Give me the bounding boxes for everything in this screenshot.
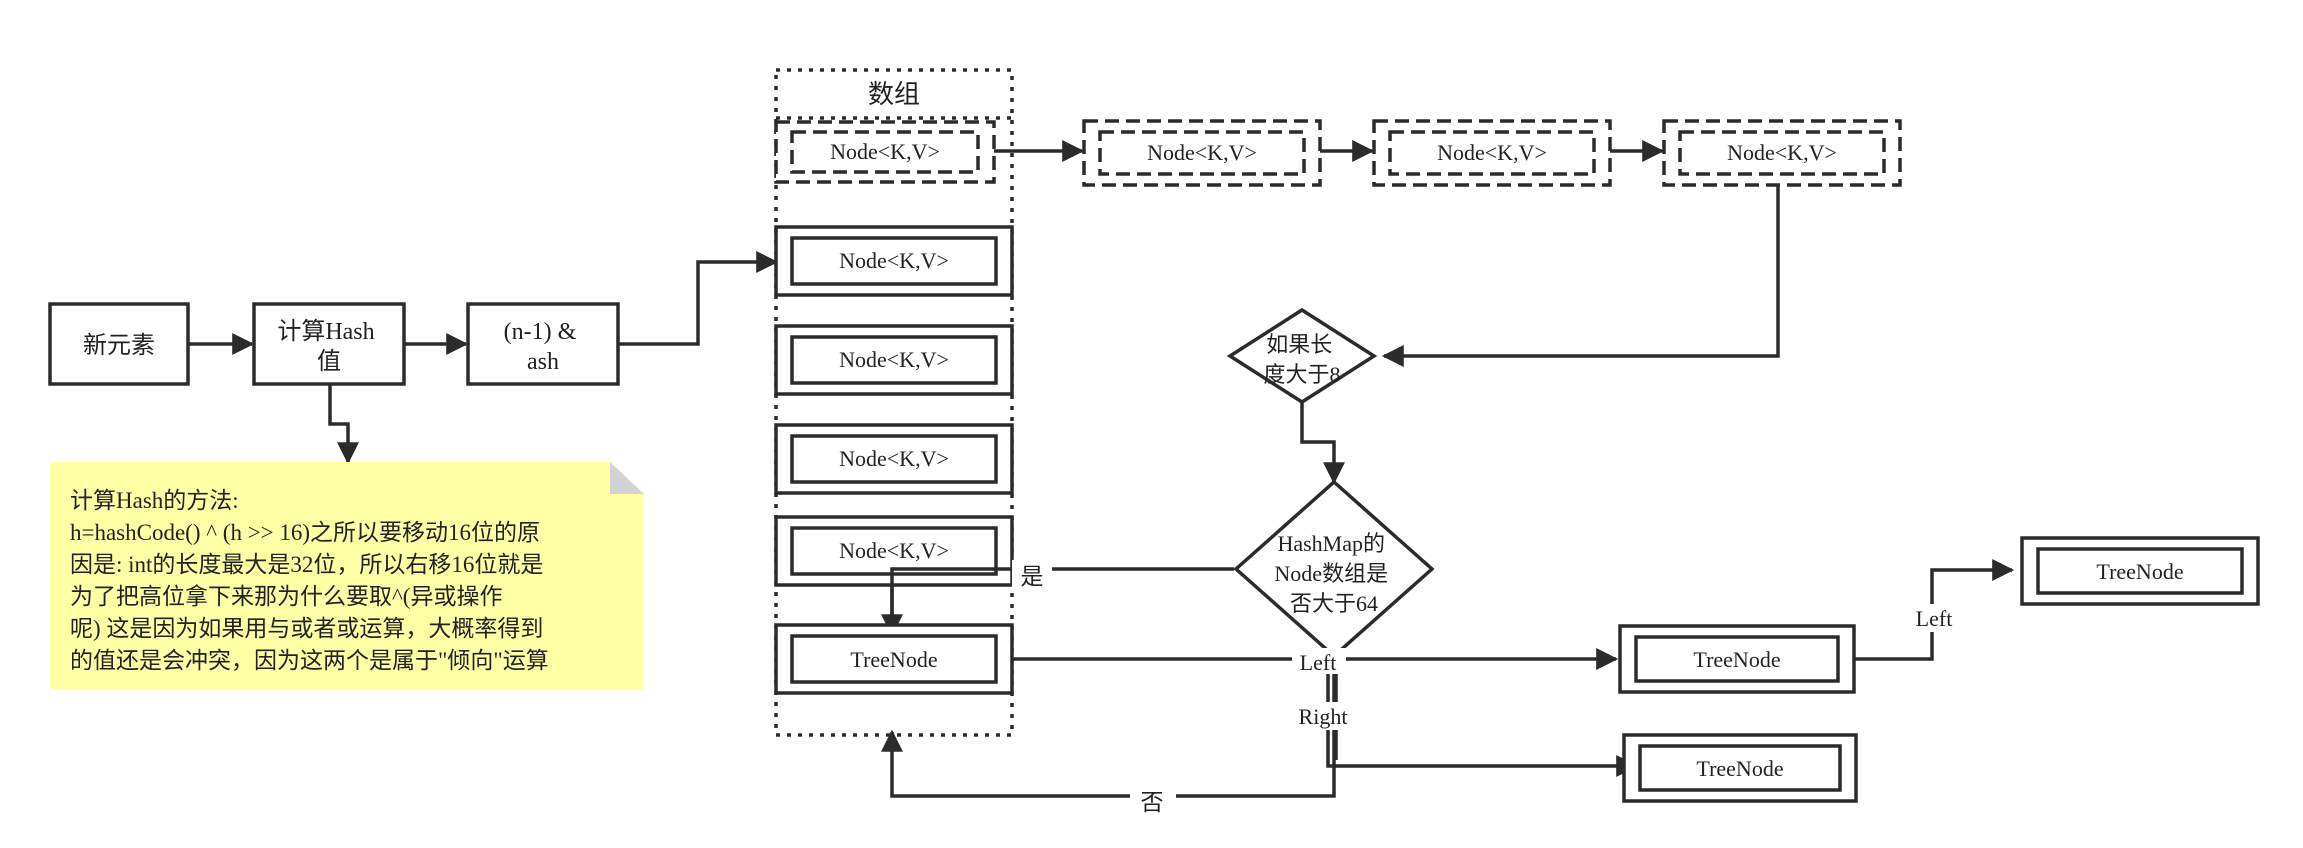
decision-length-line-1: 度大于8	[1263, 362, 1340, 387]
decision-length-line-0: 如果长	[1266, 332, 1332, 357]
tree-node-left: TreeNode	[1618, 624, 1856, 694]
svg-text:HashMap的 Node数组是 否: HashMap的 Node数组是 否大于64	[1274, 531, 1393, 616]
tree-node-left-label: TreeNode	[1693, 647, 1780, 672]
edge-index-to-array	[618, 251, 779, 346]
chain-node-2: Node<K,V>	[1372, 119, 1612, 187]
svg-text:(n-1) & ash: (n-1) & ash	[504, 319, 583, 375]
decision-capacity: HashMap的 Node数组是 否大于64	[1233, 479, 1435, 659]
tree-node-left-left: TreeNode	[2020, 536, 2260, 606]
edge-labels: 是 否 Left Right Left	[1012, 560, 1960, 816]
decision-capacity-line-0: HashMap的	[1277, 531, 1385, 556]
svg-text:如果长 度大于8: 如果长 度大于8	[1263, 332, 1340, 387]
svg-text:计算Hash 值: 计算Hash 值	[277, 318, 380, 375]
array-cell-0-label: Node<K,V>	[830, 139, 940, 164]
decision-capacity-line-1: Node数组是	[1274, 561, 1388, 586]
note-line-4: 呢) 这是因为如果用与或者或运算，大概率得到	[70, 616, 543, 641]
decision-length: 如果长 度大于8	[1226, 307, 1378, 405]
array-cell-1: Node<K,V>	[774, 225, 1014, 297]
chain-node-3: Node<K,V>	[1662, 119, 1902, 187]
index-calc-line-0: (n-1) &	[504, 319, 577, 345]
note-line-2: 因是: int的长度最大是32位，所以右移16位就是	[70, 552, 543, 577]
array-container: 数组	[774, 68, 1014, 737]
chain-node-1: Node<K,V>	[1082, 119, 1322, 187]
array-treenode: TreeNode	[774, 623, 1014, 695]
array-cell-2: Node<K,V>	[774, 324, 1014, 396]
calc-hash-line-1: 值	[317, 348, 341, 375]
tree-node-right: TreeNode	[1622, 733, 1858, 803]
hash-method-note: 计算Hash的方法: h=hashCode() ^ (h >> 16)之所以要移…	[50, 462, 644, 690]
index-calc-line-1: ash	[527, 349, 559, 375]
new-element-label: 新元素	[83, 332, 155, 359]
note-line-1: h=hashCode() ^ (h >> 16)之所以要移动16位的原	[70, 520, 540, 545]
note-line-0: 计算Hash的方法:	[70, 488, 239, 513]
edge-decision-to-capacity	[1300, 402, 1345, 485]
edge-hash-to-note	[328, 384, 359, 465]
chain-node-2-label: Node<K,V>	[1437, 140, 1547, 165]
note-line-5: 的值还是会冲突，因为这两个是属于"倾向"运算	[70, 648, 549, 673]
decision-capacity-line-2: 否大于64	[1290, 591, 1378, 616]
label-left-1: Left	[1300, 650, 1337, 675]
tree-node-left-left-label: TreeNode	[2096, 559, 2183, 584]
chain-node-1-label: Node<K,V>	[1147, 140, 1257, 165]
note-line-3: 为了把高位拿下来那为什么要取^(异或操作	[70, 583, 502, 609]
label-yes: 是	[1021, 564, 1044, 589]
array-cell-3: Node<K,V>	[774, 423, 1014, 495]
node-calc-hash: 计算Hash 值	[252, 302, 406, 386]
node-index-calc: (n-1) & ash	[466, 302, 620, 386]
array-cell-2-label: Node<K,V>	[839, 347, 949, 372]
node-new-element: 新元素	[48, 302, 190, 386]
array-label: 数组	[868, 80, 920, 109]
tree-node-right-label: TreeNode	[1696, 756, 1783, 781]
svg-text:计算Hash的方法: h=hashCode(): 计算Hash的方法: h=hashCode() ^ (h >> 16)之所以要移…	[70, 488, 549, 673]
label-left-2: Left	[1916, 606, 1953, 631]
array-cell-4: Node<K,V>	[774, 515, 1014, 587]
chain-node-3-label: Node<K,V>	[1727, 140, 1837, 165]
edge-chain3-to-decision	[1381, 181, 1780, 367]
calc-hash-line-0: 计算Hash	[277, 318, 374, 345]
array-cell-3-label: Node<K,V>	[839, 446, 949, 471]
edge-tree-right	[1326, 659, 1639, 777]
label-right-1: Right	[1299, 704, 1348, 729]
array-cell-4-label: Node<K,V>	[839, 538, 949, 563]
edge-tree-left-left	[1854, 559, 2015, 661]
array-cell-0: Node<K,V>	[774, 120, 996, 184]
array-cell-1-label: Node<K,V>	[839, 248, 949, 273]
edge-capacity-yes-overlay	[890, 567, 1012, 624]
label-no: 否	[1141, 790, 1164, 815]
array-treenode-label: TreeNode	[850, 647, 937, 672]
